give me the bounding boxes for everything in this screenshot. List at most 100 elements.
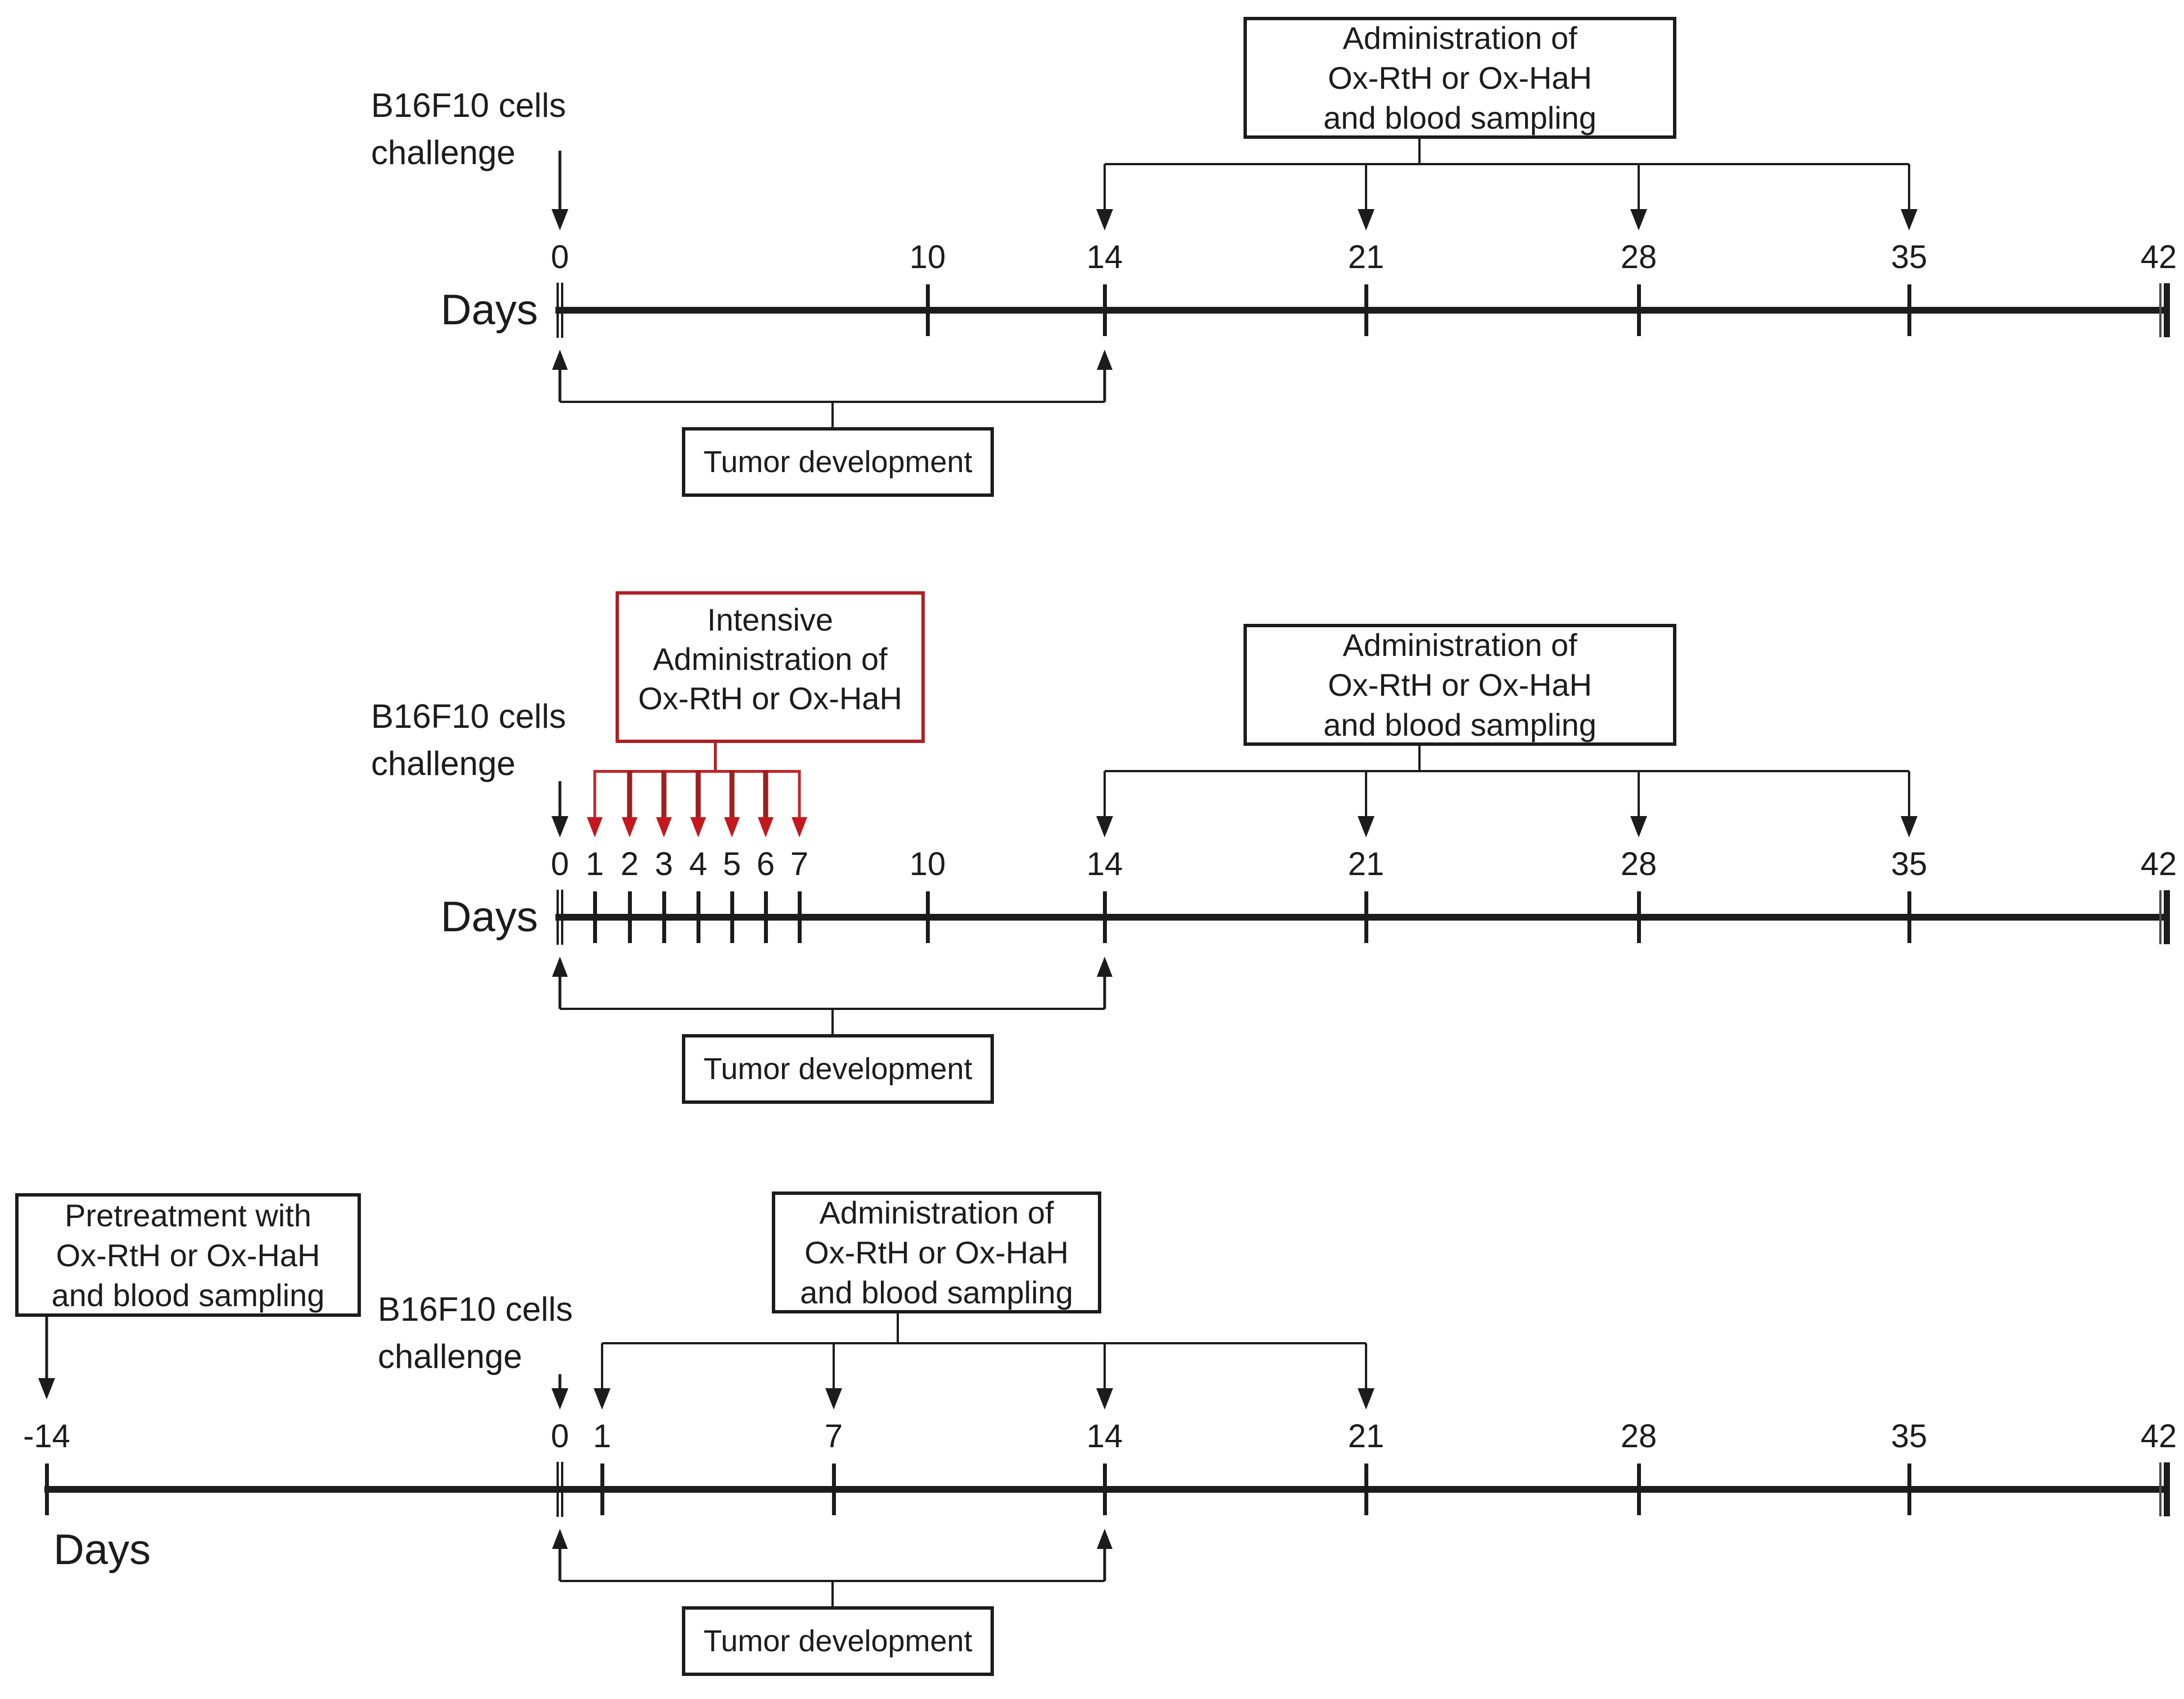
tumor-development-box-bottom: Tumor development: [682, 1606, 994, 1676]
intensive-arrow-day6: [754, 770, 777, 837]
timeline-end-bar-thin-bottom: [2159, 1462, 2162, 1516]
tumor-bracket-arrow-start-bottom: [549, 1529, 571, 1581]
tick-day28-bottom: [1637, 1464, 1641, 1515]
challenge-arrow-middle-head-icon: [551, 816, 568, 837]
tumor-bracket-arrow-start-middle-stem: [558, 973, 562, 1009]
tumor-bracket-arrow-end-top-head-icon: [1097, 350, 1113, 370]
challenge-arrow-top-head-icon: [551, 209, 568, 230]
administration-arrow-day35-middle-head-icon: [1901, 816, 1918, 837]
challenge-label-middle: B16F10 cells challenge: [371, 697, 566, 782]
tumor-bracket-stem-middle: [831, 1010, 834, 1034]
administration-box-stem-bottom: [897, 1312, 899, 1343]
administration-arrow-day14-middle-stem: [1104, 771, 1106, 819]
administration-arrow-day35-middle: [1898, 771, 1920, 837]
administration-arrow-day21-bottom: [1355, 1343, 1377, 1410]
day-label-35-top: 35: [1891, 239, 1928, 275]
pretreatment-box: Pretreatment with Ox-RtH or Ox-HaH and b…: [15, 1193, 361, 1317]
day-label-28-middle: 28: [1620, 846, 1657, 882]
tick-day7-bottom: [832, 1464, 836, 1515]
intensive-arrow-day2: [618, 770, 641, 837]
tick-day14-bottom: [1103, 1464, 1107, 1515]
challenge-arrow-middle-stem: [558, 781, 562, 819]
pretreatment-arrow-day-14-stem: [45, 1317, 48, 1381]
intensive-arrow-day3-stem: [661, 770, 667, 821]
day-label-42-top: 42: [2140, 239, 2177, 275]
tumor-bracket-arrow-end-top-stem: [1103, 366, 1106, 402]
administration-arrow-day14-bottom: [1093, 1343, 1116, 1410]
timeline-end-bar-thick-middle: [2164, 890, 2170, 944]
administration-box-top: Administration of Ox-RtH or Ox-HaH and b…: [1244, 17, 1676, 139]
tick-day35-bottom: [1907, 1464, 1911, 1515]
tumor-bracket-bottom: [560, 1580, 1105, 1582]
administration-connector-middle: [1105, 770, 1909, 772]
challenge-arrow-bottom-stem: [558, 1374, 562, 1392]
administration-arrow-day35-middle-stem: [1908, 771, 1910, 819]
intensive-arrow-day4: [687, 770, 709, 837]
day-label-42-bottom: 42: [2140, 1418, 2177, 1455]
administration-arrow-day7-bottom: [822, 1343, 845, 1410]
tumor-bracket-arrow-end-middle-stem: [1103, 973, 1106, 1009]
administration-connector-top: [1105, 163, 1909, 165]
timeline-end-bar-thick-top: [2164, 283, 2170, 337]
administration-arrow-day35-top: [1898, 164, 1920, 230]
administration-arrow-day28-middle-stem: [1638, 771, 1640, 819]
tumor-bracket-arrow-end-top: [1093, 350, 1116, 402]
challenge-arrow-middle: [549, 781, 571, 837]
intensive-arrow-day2-stem: [627, 770, 632, 821]
intensive-arrow-day4-head-icon: [690, 817, 706, 837]
day-label-1-bottom: 1: [593, 1418, 612, 1455]
tick-day0-right-bottom: [561, 1462, 563, 1517]
tick-day10-middle: [926, 891, 930, 943]
administration-arrow-day7-bottom-head-icon: [825, 1388, 842, 1410]
tick-day-14-bottom: [45, 1464, 49, 1515]
challenge-label-top: B16F10 cells challenge: [371, 87, 566, 171]
intensive-arrow-day3: [653, 770, 675, 837]
tick-day35-top: [1907, 284, 1911, 336]
administration-connector-bottom: [602, 1342, 1366, 1344]
administration-arrow-day14-top-stem: [1104, 164, 1106, 212]
administration-arrow-day1-bottom: [591, 1343, 613, 1410]
timeline-end-bar-thick-bottom: [2164, 1462, 2170, 1516]
intensive-arrow-day1-head-icon: [587, 817, 603, 837]
day-label-1-middle: 1: [585, 846, 604, 882]
tick-day0-left-middle: [557, 890, 559, 945]
administration-arrow-day28-middle-head-icon: [1630, 816, 1647, 837]
administration-arrow-day14-top: [1093, 164, 1116, 230]
intensive-box-stem: [714, 742, 717, 771]
day-label-35-bottom: 35: [1891, 1418, 1928, 1455]
day-label-14-middle: 14: [1086, 846, 1123, 882]
administration-arrow-day21-middle: [1355, 771, 1377, 837]
intensive-arrow-day1: [584, 770, 606, 837]
timeline-bottom: [44, 1486, 2170, 1493]
administration-box-stem-middle: [1418, 745, 1421, 772]
administration-arrow-day21-top: [1355, 164, 1377, 230]
tick-day14-middle: [1103, 891, 1107, 943]
intensive-administration-box: Intensive Administration of Ox-RtH or Ox…: [616, 591, 925, 743]
administration-arrow-day21-bottom-stem: [1365, 1343, 1367, 1392]
days-axis-label-top: Days: [440, 286, 538, 334]
tumor-bracket-middle: [560, 1008, 1105, 1010]
days-axis-label-bottom: Days: [53, 1526, 151, 1574]
challenge-arrow-bottom: [549, 1374, 571, 1410]
administration-arrow-day21-bottom-head-icon: [1358, 1388, 1374, 1410]
tick-day1-bottom: [600, 1464, 604, 1515]
intensive-arrow-day5-head-icon: [724, 817, 740, 837]
tumor-bracket-arrow-end-middle: [1093, 957, 1116, 1009]
administration-arrow-day21-top-head-icon: [1358, 209, 1374, 230]
day-label-10-top: 10: [909, 239, 946, 275]
administration-box-bottom: Administration of Ox-RtH or Ox-HaH and b…: [772, 1191, 1101, 1313]
challenge-arrow-top: [549, 151, 571, 230]
tick-day6-middle: [764, 891, 768, 943]
administration-box-stem-top: [1418, 138, 1421, 165]
pretreatment-arrow-day-14: [35, 1317, 58, 1399]
day-label-0-bottom: 0: [550, 1418, 569, 1455]
timeline-end-bar-thin-middle: [2159, 890, 2162, 944]
tick-day0-left-top: [557, 283, 559, 338]
tick-day0-right-middle: [561, 890, 563, 945]
day-label-14-top: 14: [1086, 239, 1123, 275]
tumor-bracket-top: [560, 401, 1105, 403]
tumor-bracket-arrow-start-middle: [549, 957, 571, 1009]
tick-day28-top: [1637, 284, 1641, 336]
tick-day7-middle: [798, 891, 802, 943]
intensive-arrow-day7: [788, 770, 811, 837]
